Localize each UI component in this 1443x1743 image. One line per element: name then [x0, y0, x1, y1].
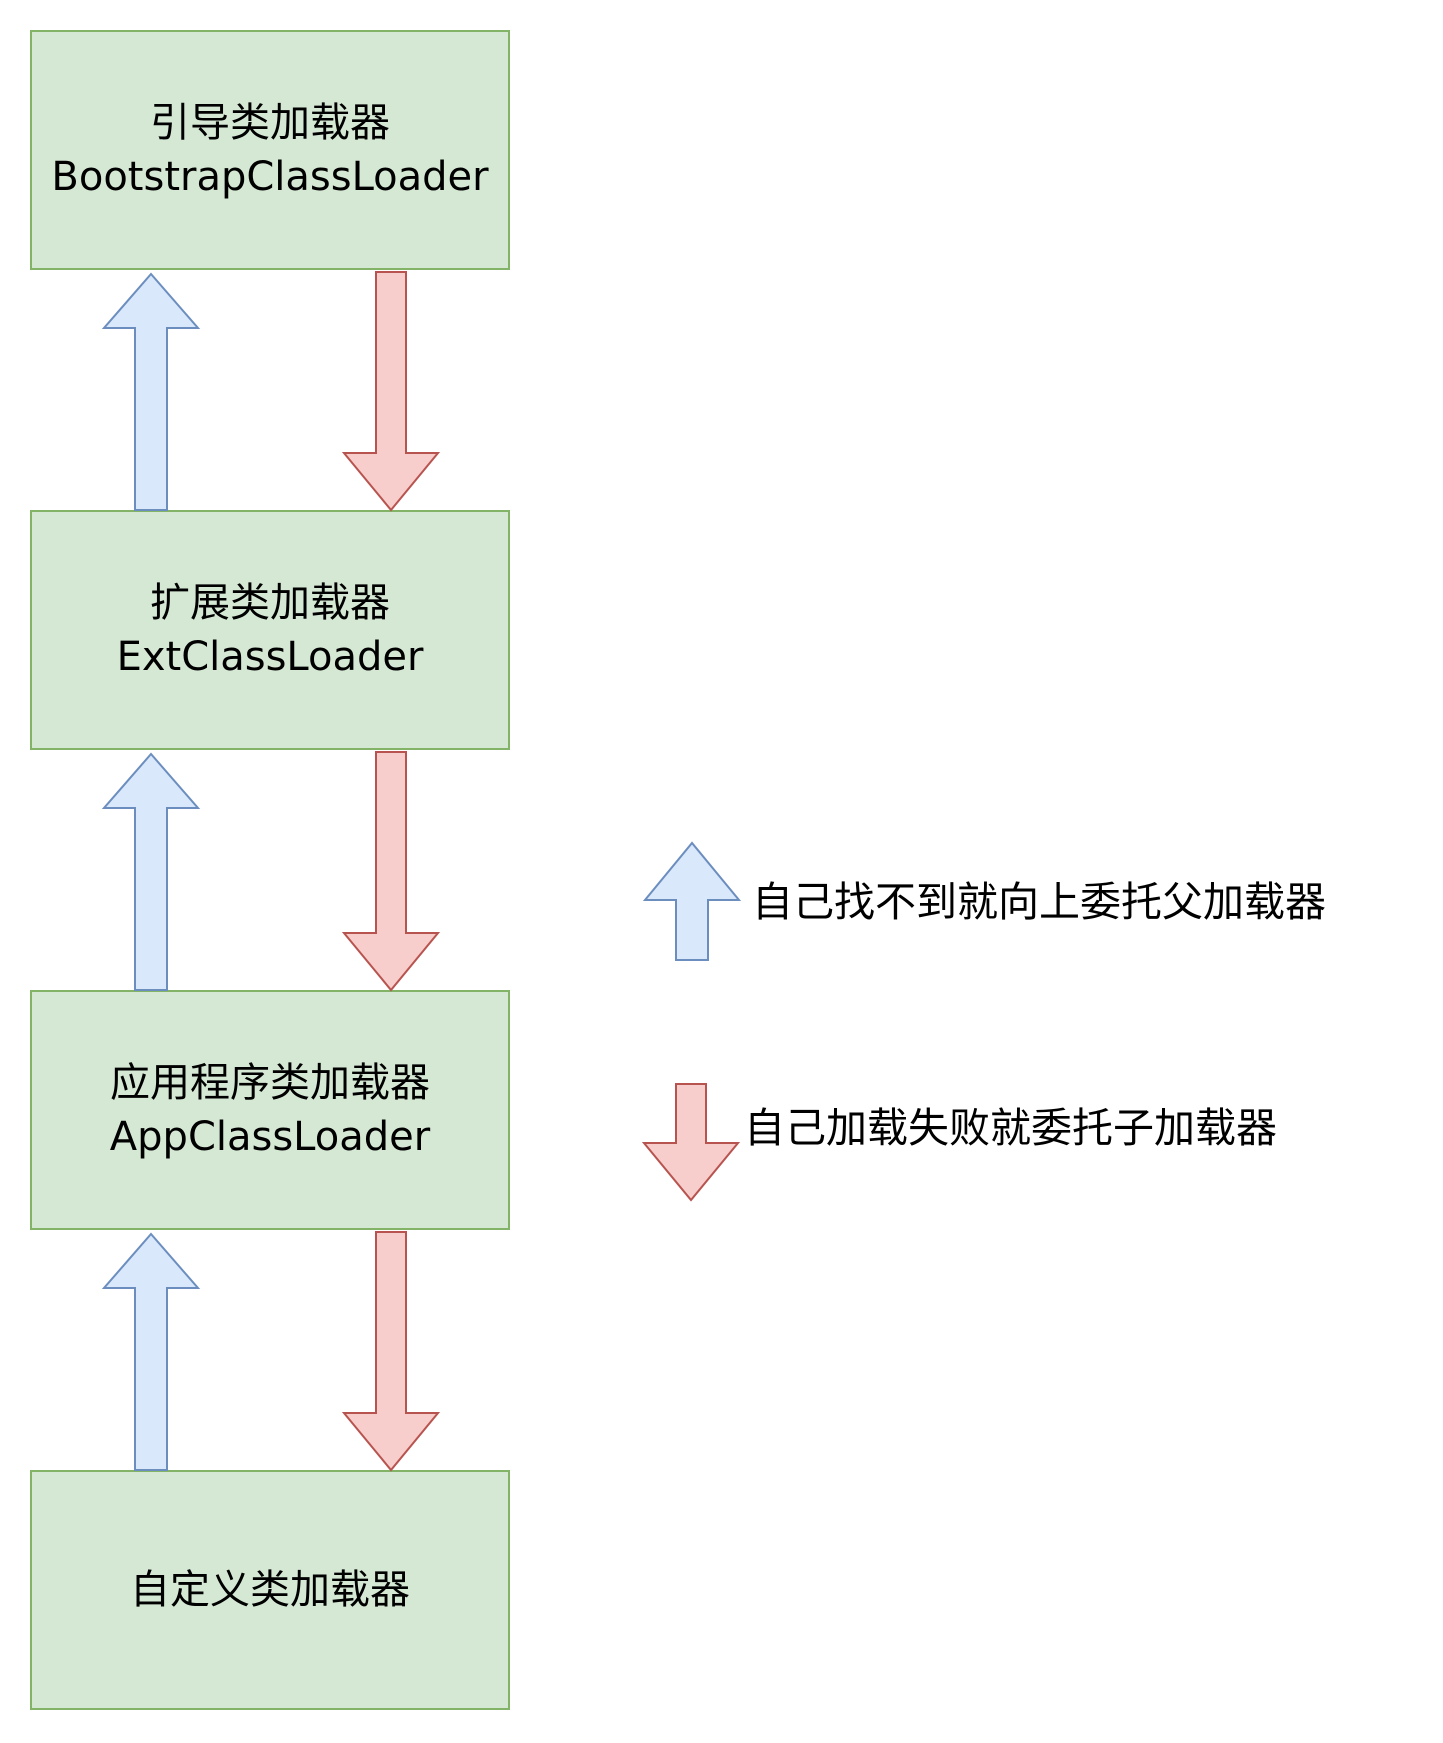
legend-down-label: 自己加载失败就委托子加载器	[744, 1104, 1277, 1152]
legend-up-arrow-icon	[642, 841, 742, 961]
ext-loader-cn-label: 扩展类加载器	[150, 580, 390, 626]
legend-down-arrow-icon	[641, 1083, 741, 1202]
bootstrap-class-loader-box: 引导类加载器 BootstrapClassLoader	[30, 30, 510, 270]
down-arrow-app-to-custom	[341, 1231, 441, 1472]
ext-class-loader-box: 扩展类加载器 ExtClassLoader	[30, 510, 510, 750]
app-loader-cn-label: 应用程序类加载器	[110, 1060, 430, 1106]
up-arrow-app-to-ext	[101, 752, 201, 991]
bootstrap-loader-en-label: BootstrapClassLoader	[51, 154, 489, 200]
custom-loader-cn-label: 自定义类加载器	[130, 1567, 410, 1613]
bootstrap-loader-cn-label: 引导类加载器	[150, 100, 390, 146]
down-arrow-ext-to-app	[341, 751, 441, 992]
legend-up-label: 自己找不到就向上委托父加载器	[752, 878, 1326, 926]
up-arrow-ext-to-bootstrap	[101, 272, 201, 511]
app-loader-en-label: AppClassLoader	[109, 1114, 431, 1160]
ext-loader-en-label: ExtClassLoader	[116, 634, 424, 680]
app-class-loader-box: 应用程序类加载器 AppClassLoader	[30, 990, 510, 1230]
down-arrow-bootstrap-to-ext	[341, 271, 441, 512]
up-arrow-custom-to-app	[101, 1232, 201, 1471]
custom-class-loader-box: 自定义类加载器	[30, 1470, 510, 1710]
